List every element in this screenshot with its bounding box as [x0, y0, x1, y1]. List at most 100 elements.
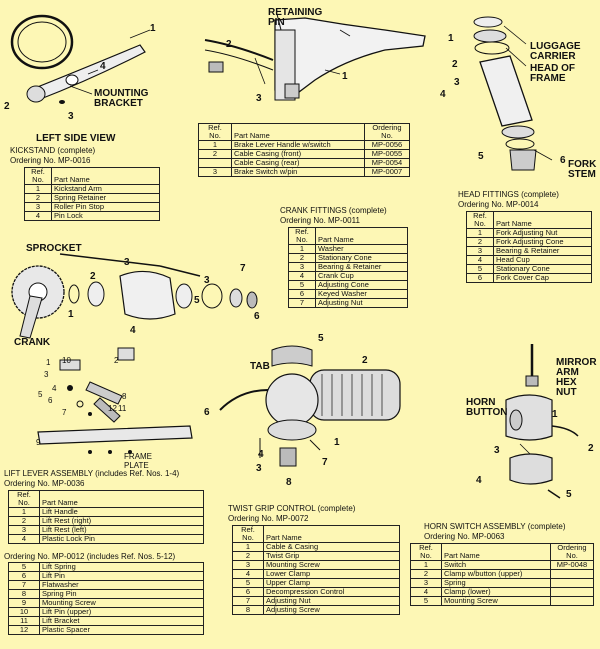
lift-label-8: 8 — [122, 392, 127, 401]
head-label-1: 1 — [448, 33, 454, 44]
lift-order-2: Ordering No. MP-0012 (includes Ref. Nos.… — [4, 552, 176, 561]
crank-label-2: 2 — [90, 271, 96, 282]
horn-label-1: 1 — [552, 409, 558, 420]
twist-label-1: 1 — [334, 437, 340, 448]
lift-label-5: 5 — [38, 390, 43, 399]
sprocket-label: SPROCKET — [26, 243, 82, 254]
horn-label-2: 2 — [588, 443, 594, 454]
twist-title: TWIST GRIP CONTROL (complete) — [228, 504, 356, 513]
head-title: HEAD FITTINGS (complete) — [458, 190, 559, 199]
horn-order: Ordering No. MP-0063 — [424, 532, 505, 541]
crank-label-3a: 3 — [124, 257, 130, 268]
crank-label-7: 7 — [240, 263, 246, 274]
lift-label-1: 1 — [46, 358, 51, 367]
twist-label-6: 6 — [204, 407, 210, 418]
twist-order: Ordering No. MP-0072 — [228, 514, 309, 523]
head-label-4: 4 — [440, 89, 446, 100]
head-label-6: 6 — [560, 155, 566, 166]
kickstand-label-4: 4 — [100, 61, 106, 72]
twist-label-8: 8 — [286, 477, 292, 488]
left-side-view-title: LEFT SIDE VIEW — [36, 133, 116, 144]
head-label-2: 2 — [452, 59, 458, 70]
lift-label-3: 3 — [44, 370, 49, 379]
lift-title: LIFT LEVER ASSEMBLY (includes Ref. Nos. … — [4, 469, 180, 478]
twist-label-4: 4 — [258, 449, 264, 460]
crank-label-4: 4 — [130, 325, 136, 336]
horn-label-4: 4 — [476, 475, 482, 486]
crank-label-6: 6 — [254, 311, 260, 322]
brake-label-1: 1 — [342, 71, 348, 82]
crank-label: CRANK — [14, 337, 51, 348]
kickstand-label-3: 3 — [68, 111, 74, 122]
crank-title: CRANK FITTINGS (complete) — [280, 206, 387, 215]
twist-label-5: 5 — [318, 333, 324, 344]
horn-label-5: 5 — [566, 489, 572, 500]
crank-label-3b: 3 — [204, 275, 210, 286]
brake-label-2: 2 — [226, 39, 232, 50]
lift-label-12: 12 — [108, 404, 117, 413]
kickstand-title: KICKSTAND (complete) — [10, 146, 96, 155]
crank-label-5: 5 — [194, 295, 200, 306]
kickstand-label-2: 2 — [4, 101, 10, 112]
lift-label-7: 7 — [62, 408, 67, 417]
horn-title: HORN SWITCH ASSEMBLY (complete) — [424, 522, 566, 531]
lift-label-11: 11 — [118, 404, 127, 413]
lift-label-4: 4 — [52, 384, 57, 393]
lift-label-9: 9 — [36, 438, 41, 447]
head-label-5: 5 — [478, 151, 484, 162]
twist-label-7: 7 — [322, 457, 328, 468]
twist-label-3: 3 — [256, 463, 262, 474]
head-order: Ordering No. MP-0014 — [458, 200, 539, 209]
horn-label-3: 3 — [494, 445, 500, 456]
tab-label: TAB — [250, 361, 270, 372]
lift-label-2: 2 — [114, 356, 119, 365]
crank-order: Ordering No. MP-0011 — [280, 216, 360, 225]
crank-label-1: 1 — [68, 309, 74, 320]
twist-label-2: 2 — [362, 355, 368, 366]
lift-order: Ordering No. MP-0036 — [4, 479, 85, 488]
lift-label-10: 10 — [62, 356, 71, 365]
